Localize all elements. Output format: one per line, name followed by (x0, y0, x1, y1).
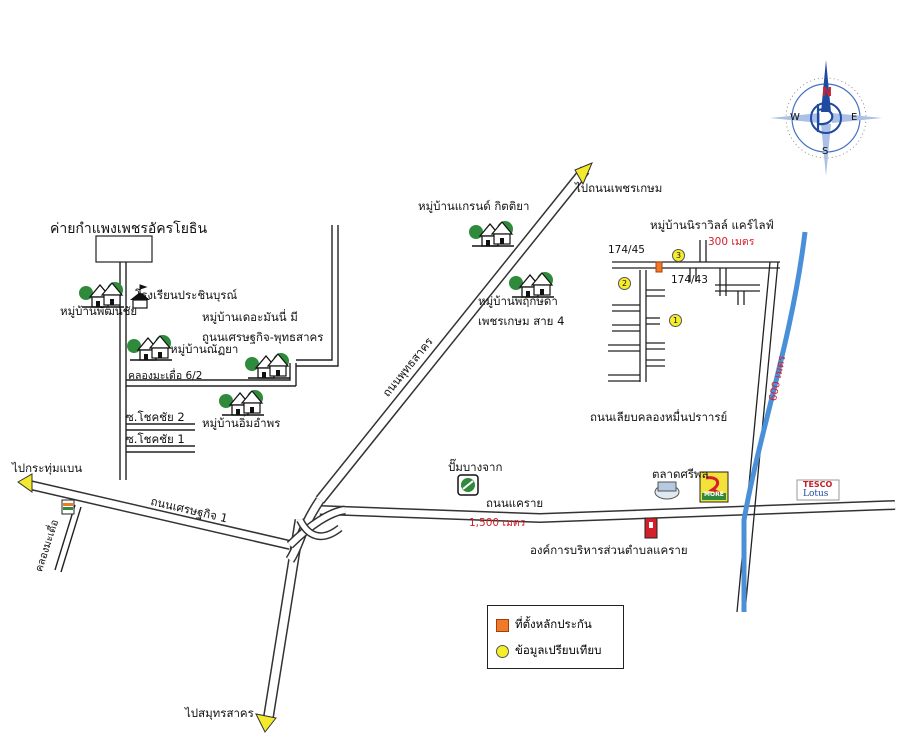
road-khae-rai-label: ถนนแคราย (486, 496, 544, 510)
dist-300-label: 300 เมตร (708, 236, 755, 248)
village-nirawin-label: หมู่บ้านนิราวิลล์ แคร์ไลฟ์ (650, 218, 774, 232)
arrow-to-phet-kasem (574, 162, 593, 186)
legend-row-compare: ข้อมูลเปรียบเทียบ (496, 642, 601, 660)
dist-1500-label: 1,500 เมตร (469, 517, 526, 529)
house-icon-grand-kittiya (468, 220, 515, 247)
to-samut-sakhon-label: ไปสมุทรสาคร (185, 706, 254, 720)
canal-river (741, 231, 808, 612)
more-store-label: MORE (704, 491, 724, 498)
village-phatthana-label: หมู่บ้านพัฒนชัย (60, 304, 138, 318)
road-liap-khlong-label: ถนนเลียบคลองหมื่นปราารย์ (590, 410, 728, 424)
soi-chokchai-2-label: ซ.โชคชัย 2 (126, 410, 185, 424)
sao-office-label: องค์การบริหารส่วนตำบลแคราย (530, 543, 688, 557)
market-icon (654, 481, 680, 500)
compass-n: N (822, 85, 833, 99)
village-im-om-phon-label: หมู่บ้านอิ่มอำพร (202, 416, 281, 430)
school-label: โรงเรียนประชินบุรณ์ (135, 288, 238, 302)
gas-station-label: ปั๊มบางจาก (448, 460, 503, 474)
addr-17443-label: 174/43 (671, 274, 708, 286)
house-icon-nanthiya (126, 334, 173, 361)
legend-row-pin: ที่ตั้งหลักประกัน (496, 616, 592, 634)
lotus-label: Lotus (803, 489, 829, 499)
more-store-icon (699, 471, 729, 503)
to-krathum-baen-label: ไปกระทุ่มแบน (12, 461, 83, 475)
compare-marker-2: 2 (618, 277, 631, 290)
compass-rose (770, 60, 882, 176)
interchange (285, 497, 346, 563)
house-icon-the-money (244, 352, 291, 379)
road-setthakit-1 (28, 480, 292, 550)
compare-marker-1: 1 (669, 314, 682, 327)
addr-17445-label: 174/45 (608, 244, 645, 256)
compare-marker-3: 3 (672, 249, 685, 262)
seven-eleven-icon (61, 499, 75, 515)
collateral-pin-icon (496, 618, 509, 632)
compass-s: S (822, 146, 829, 157)
sao-office-icon (644, 517, 658, 539)
market-label: ตลาดศรีพล (652, 467, 709, 481)
legend-compare-label: ข้อมูลเปรียบเทียบ (515, 643, 602, 657)
village-phruksa-label-2: เพชรเกษม สาย 4 (478, 314, 565, 328)
arrow-to-krathum-baen (17, 473, 33, 493)
canal-6-2-label: คลองมะเดื่อ 6/2 (128, 370, 203, 382)
road-phuttha-sakhon (315, 166, 590, 504)
local-roads-east (608, 240, 780, 382)
map-legend: ที่ตั้งหลักประกัน ข้อมูลเปรียบเทียบ (487, 605, 624, 669)
to-phet-kasem-label: ไปถนนเพชรเกษม (575, 181, 663, 195)
soi-chokchai-1-label: ซ.โชคชัย 1 (126, 432, 185, 446)
tesco-lotus-box (796, 479, 840, 501)
village-the-money-label: หมู่บ้านเดอะมันนี่ มี (202, 310, 298, 324)
village-nanthiya-label: หมู่บ้านณัฏยา (170, 342, 239, 356)
school-icon (130, 284, 150, 309)
tesco-label: TESCO (803, 480, 833, 489)
village-grand-kittiya-label: หมู่บ้านแกรนด์ กิตติยา (418, 199, 530, 213)
road-khae-rai (319, 500, 896, 524)
arrow-to-samut-sakhon (255, 713, 277, 733)
compare-dot-icon (496, 644, 509, 658)
legend-pin-label: ที่ตั้งหลักประกัน (515, 617, 592, 631)
road-setthakit-phuttha-label: ถูนนเศรษฐกิจ-พุทธสาคร (202, 330, 324, 344)
compass-w: W (790, 112, 800, 123)
bangchak-icon (457, 474, 479, 496)
camp-box (95, 235, 153, 263)
collateral-pin (655, 261, 663, 273)
camp-label: ค่ายกำแพงเพชรอัครโยธิน (50, 221, 208, 237)
village-phruksa-label-1: หมู่บ้านพฤกษดา (478, 294, 558, 308)
house-icon-im-om-phon (218, 389, 265, 416)
compass-e: E (851, 112, 858, 123)
